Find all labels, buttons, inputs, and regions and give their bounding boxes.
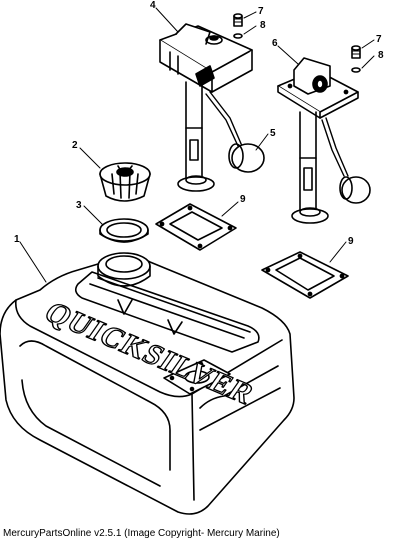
screw-right[interactable] [351,45,361,59]
callout-3: 3 [76,200,82,211]
callout-5: 5 [270,128,276,139]
cap-gasket[interactable] [99,218,149,243]
callout-1: 1 [14,234,20,245]
callout-7-right: 7 [376,34,382,45]
callout-8-right: 8 [378,50,384,61]
fuel-pickup-assembly-alt[interactable] [277,57,371,224]
callout-4: 4 [150,0,156,11]
fuel-tank[interactable]: QUICKSILVER [0,252,295,515]
fuel-pickup-assembly[interactable] [159,23,253,192]
sender-gasket-left[interactable] [155,203,237,251]
callout-8-upper: 8 [260,20,266,31]
callout-9-right: 9 [348,236,354,247]
washer-right[interactable] [351,67,361,73]
copyright-caption: MercuryPartsOnline v2.5.1 (Image Copyrig… [3,528,280,539]
callout-9-left: 9 [240,194,246,205]
filler-cap[interactable] [99,162,151,202]
sender-gasket-right[interactable] [261,251,349,299]
callout-7-upper: 7 [258,6,264,17]
callout-6: 6 [272,38,278,49]
washer-upper[interactable] [233,33,243,39]
callout-2: 2 [72,140,78,151]
screw-upper[interactable] [233,13,243,27]
callout-leaders [19,7,375,283]
float-upper[interactable] [228,143,265,173]
